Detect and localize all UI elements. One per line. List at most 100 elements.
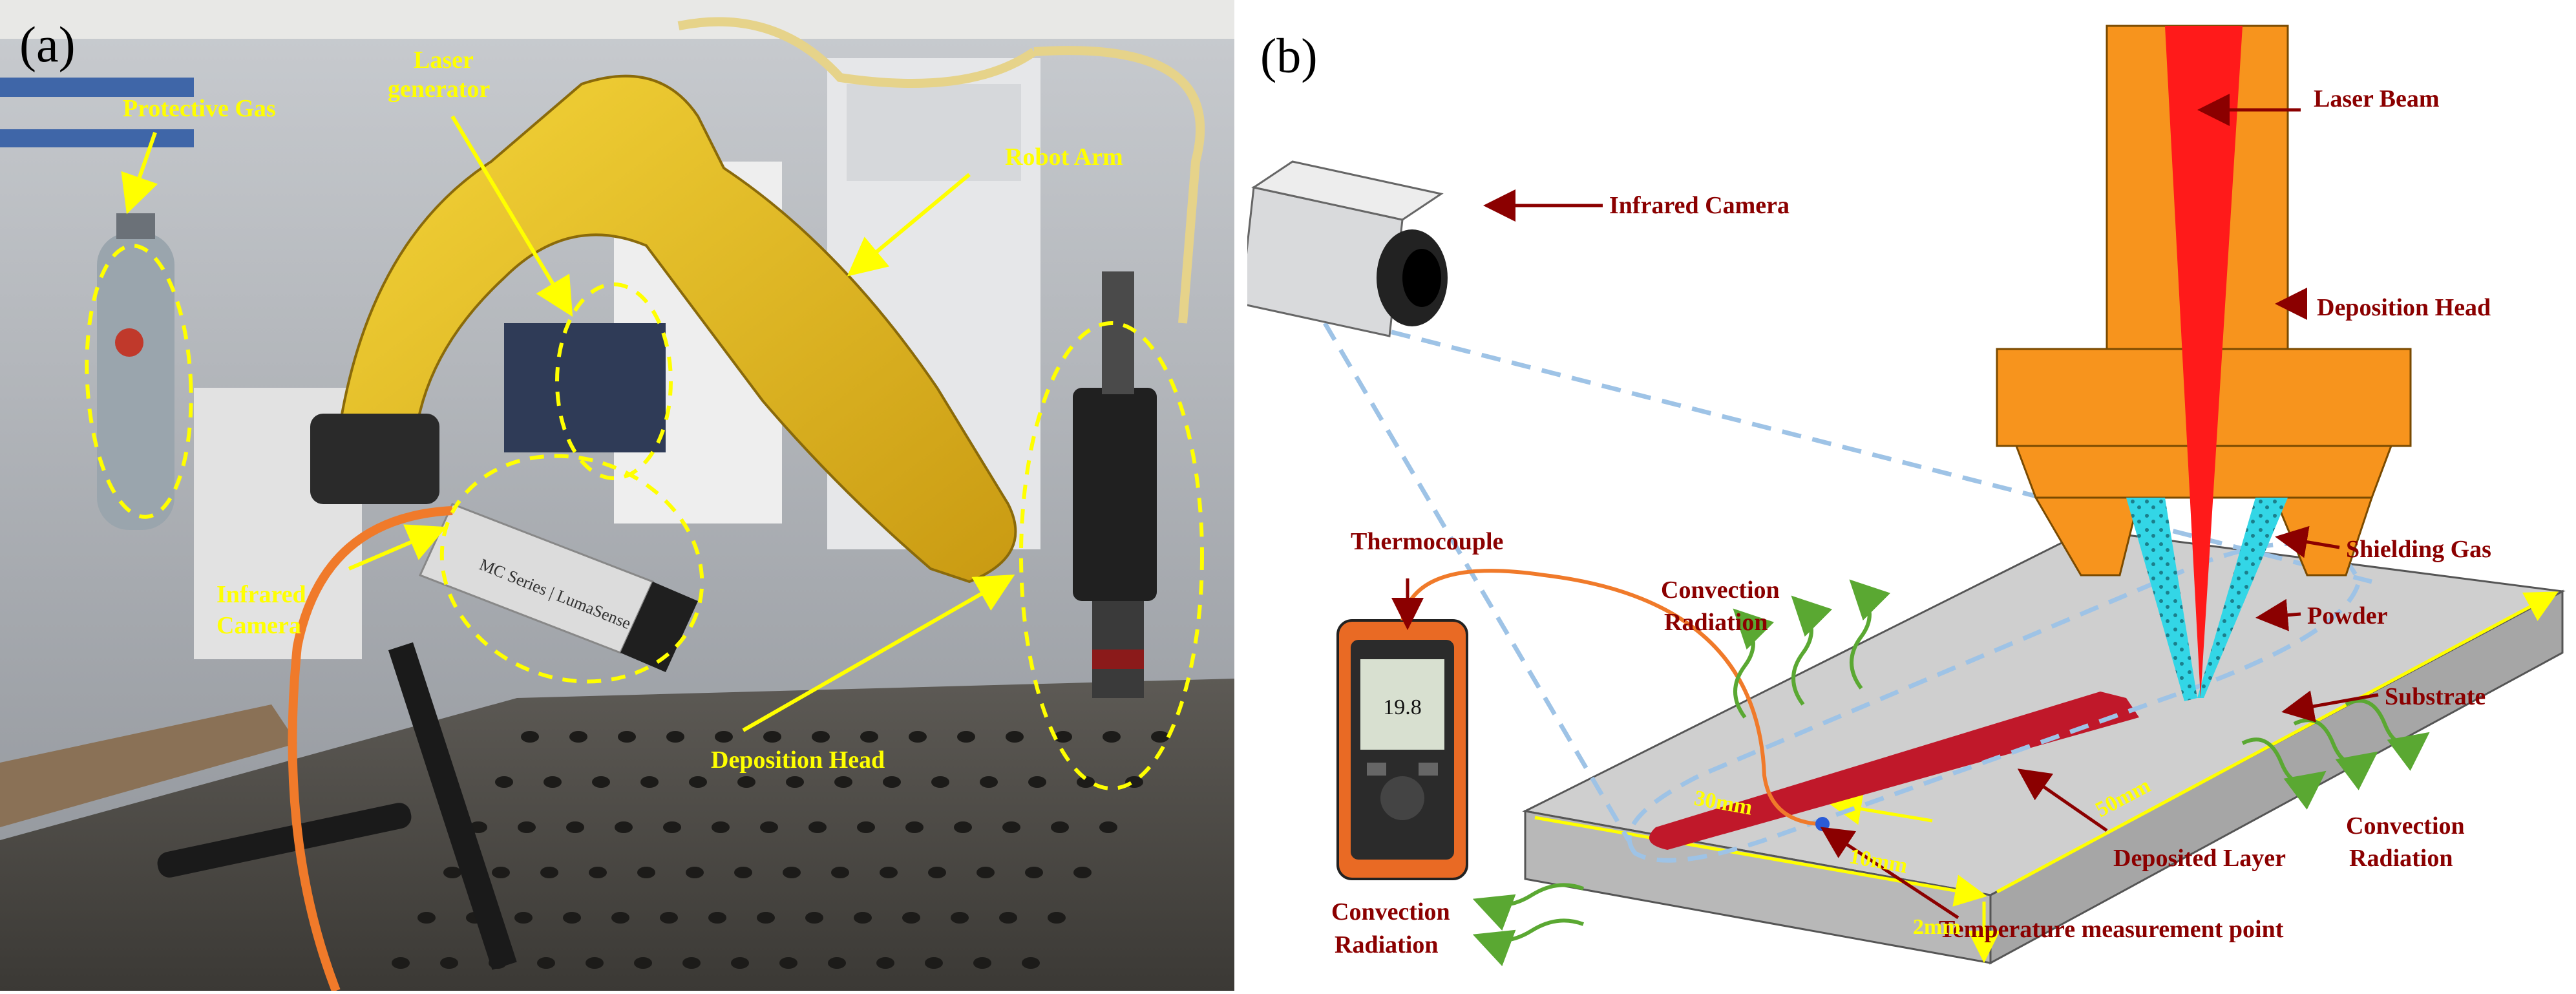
- sight-line-left: [1322, 322, 1631, 841]
- table-hole: [854, 912, 872, 924]
- table-hole: [734, 867, 752, 878]
- panel-a-photo: MC Series | LumaSense (a): [0, 0, 1234, 991]
- robot-cable: [677, 17, 1037, 88]
- table-hole: [537, 957, 555, 969]
- cylinder-valve: [116, 213, 155, 239]
- table-hole: [518, 821, 536, 833]
- camera-field-of-view: [1322, 314, 2372, 863]
- table-hole: [660, 912, 678, 924]
- meter-button: [1367, 763, 1386, 776]
- highlight-deposition-head: [1019, 321, 1204, 790]
- table-hole: [1054, 731, 1072, 743]
- table-hole: [928, 867, 946, 878]
- table-hole: [417, 912, 436, 924]
- table-hole: [805, 912, 823, 924]
- label-protective-gas: Protective Gas: [123, 95, 276, 122]
- table-hole: [1006, 731, 1024, 743]
- table-hole: [689, 776, 707, 788]
- table-hole: [1025, 867, 1043, 878]
- table-hole: [737, 776, 755, 788]
- label-laser-generator-line1: Laser: [414, 47, 474, 74]
- table-holes: [392, 731, 1169, 969]
- table-hole: [757, 912, 775, 924]
- deposited-layer-track: [1649, 692, 2139, 850]
- table-hole: [611, 912, 629, 924]
- table-hole: [786, 776, 804, 788]
- label-convection-top-2: Radiation: [1664, 609, 1768, 636]
- table-hole: [392, 957, 410, 969]
- label-thermocouple: Thermocouple: [1351, 528, 1503, 555]
- table-hole: [586, 957, 604, 969]
- table-hole: [760, 821, 778, 833]
- table-hole: [857, 821, 875, 833]
- table-hole: [783, 867, 801, 878]
- table-hole: [708, 912, 726, 924]
- label-laser-generator-line2: generator: [388, 76, 490, 103]
- panel-b-tag: (b): [1260, 29, 1318, 83]
- highlight-infrared-camera: [439, 454, 704, 684]
- arrow-temperature-point: [1820, 827, 1959, 920]
- laser-generator-box: [504, 323, 666, 452]
- powder-stream-right: [2197, 498, 2288, 698]
- table-hole: [712, 821, 730, 833]
- table-hole: [540, 867, 558, 878]
- temperature-point-dot: [1815, 817, 1830, 831]
- label-convection-right-2: Radiation: [2349, 845, 2453, 872]
- wave-top-2: [1791, 595, 1833, 706]
- wave-right-3: [2345, 699, 2430, 771]
- wave-left-1: [1472, 883, 1585, 931]
- meter-button: [1419, 763, 1438, 776]
- table-hole: [860, 731, 878, 743]
- table-hole: [563, 912, 581, 924]
- table-hole: [828, 957, 846, 969]
- table-hole: [1048, 912, 1066, 924]
- table-hole: [618, 731, 636, 743]
- highlight-protective-gas: [85, 244, 193, 519]
- table-hole: [1151, 731, 1169, 743]
- thermocouple-meter: 19.8: [1336, 619, 1468, 880]
- label-temperature-point: Temperature measurement point: [1939, 916, 2284, 943]
- meter-dial: [1380, 776, 1424, 820]
- table-hole: [615, 821, 633, 833]
- label-robot-arm: Robot Arm: [1005, 143, 1123, 171]
- table-hole: [779, 957, 797, 969]
- dim-line-50mm: [1996, 591, 2559, 894]
- robot-base: [310, 414, 439, 504]
- table-hole: [905, 821, 924, 833]
- infrared-camera-top: [1251, 160, 1444, 221]
- highlight-ellipses: [85, 244, 1204, 790]
- ceiling-strip: [0, 0, 1234, 39]
- label-deposited-layer: Deposited Layer: [2113, 845, 2286, 872]
- wooden-plank: [0, 704, 297, 827]
- table-hole: [634, 957, 652, 969]
- label-laser-beam: Laser Beam: [2314, 85, 2440, 112]
- table-hole: [731, 957, 749, 969]
- table-hole: [640, 776, 659, 788]
- table-hole: [999, 912, 1017, 924]
- label-powder: Powder: [2307, 602, 2388, 629]
- label-arrows: [1391, 94, 2379, 920]
- table-hole: [876, 957, 894, 969]
- label-convection-right-1: Convection: [2346, 812, 2465, 840]
- camera-cable: [288, 506, 453, 991]
- label-infrared-camera-line1: Infrared: [216, 581, 306, 608]
- table-hole: [812, 731, 830, 743]
- table-hole: [663, 821, 681, 833]
- table-hole: [763, 731, 781, 743]
- arrow-deposited-layer: [2017, 768, 2108, 832]
- table-hole: [492, 867, 510, 878]
- table-hole: [686, 867, 704, 878]
- label-infrared-camera-line2: Camera: [216, 612, 301, 639]
- infrared-camera-aperture: [1402, 249, 1441, 307]
- table-hole: [957, 731, 975, 743]
- arrow-substrate: [2281, 690, 2379, 723]
- table-hole: [883, 776, 901, 788]
- label-deposition-head: Deposition Head: [711, 746, 885, 774]
- table-hole: [831, 867, 849, 878]
- tripod-handle: [157, 803, 412, 878]
- table-hole: [954, 821, 972, 833]
- table-hole: [443, 867, 461, 878]
- arrow-protective-gas: [121, 132, 158, 215]
- sight-line-right: [1331, 314, 2372, 584]
